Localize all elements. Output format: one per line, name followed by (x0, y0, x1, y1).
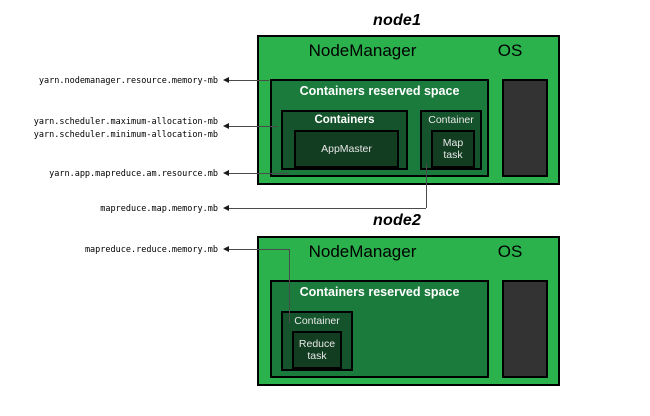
node1-os-box (502, 79, 548, 177)
label-yarn-app-mapreduce-am-resource-mb: yarn.app.mapreduce.am.resource.mb (49, 169, 218, 179)
node1-title: node1 (373, 12, 422, 29)
node1-map-container-label: Container (428, 114, 474, 126)
connector-line-reduce-memory-h (229, 249, 289, 250)
connector-line-map-memory-h (229, 208, 426, 209)
connector-line-scheduler-allocation (229, 126, 278, 127)
label-yarn-scheduler-minimum-allocation-mb: yarn.scheduler.minimum-allocation-mb (33, 130, 218, 140)
reduce-task-box: Reduce task (292, 331, 342, 369)
node2-os-box (502, 280, 548, 378)
connector-arrow-nodemanager-memory (223, 76, 229, 83)
map-task-box: Map task (431, 130, 475, 168)
node2-nodemanager-label: NodeManager (308, 242, 417, 261)
label-yarn-nodemanager-resource-memory-mb: yarn.nodemanager.resource.memory-mb (38, 76, 218, 86)
node2-reserved-space-label: Containers reserved space (299, 285, 460, 299)
label-yarn-scheduler-maximum-allocation-mb: yarn.scheduler.maximum-allocation-mb (33, 117, 218, 127)
node1-reserved-space-box: Containers reserved space Containers App… (270, 79, 489, 177)
node2-box: NodeManager OS Containers reserved space… (257, 236, 560, 386)
connector-arrow-am-resource (223, 169, 229, 176)
node2-title: node2 (373, 212, 422, 229)
connector-arrow-scheduler-allocation (223, 122, 229, 129)
node2-reduce-container-box: Container Reduce task (281, 311, 353, 371)
reduce-task-label: Reduce task (298, 338, 336, 362)
connector-line-map-memory-v (426, 164, 427, 208)
connector-arrow-reduce-memory (223, 245, 229, 252)
node1-box: NodeManager OS Containers reserved space… (257, 35, 560, 185)
map-task-label: Map task (442, 137, 464, 161)
appmaster-label: AppMaster (321, 143, 372, 155)
connector-line-nodemanager-memory (229, 80, 269, 81)
node1-containers-label: Containers (314, 114, 375, 126)
node1-reserved-space-label: Containers reserved space (299, 84, 460, 98)
connector-line-am-resource (229, 173, 289, 174)
connector-line-reduce-memory-v (289, 249, 290, 323)
node2-os-label: OS (497, 242, 523, 261)
label-mapreduce-reduce-memory-mb: mapreduce.reduce.memory.mb (84, 245, 218, 255)
appmaster-box: AppMaster (294, 130, 399, 168)
connector-arrow-map-memory (223, 204, 229, 211)
node1-map-container-box: Container Map task (420, 110, 482, 170)
node1-nodemanager-label: NodeManager (308, 41, 417, 60)
node1-containers-box: Containers AppMaster (281, 110, 408, 170)
node2-reserved-space-box: Containers reserved space Container Redu… (270, 280, 489, 378)
label-mapreduce-map-memory-mb: mapreduce.map.memory.mb (100, 204, 218, 214)
node1-os-label: OS (497, 41, 523, 60)
node2-reduce-container-label: Container (294, 315, 340, 327)
